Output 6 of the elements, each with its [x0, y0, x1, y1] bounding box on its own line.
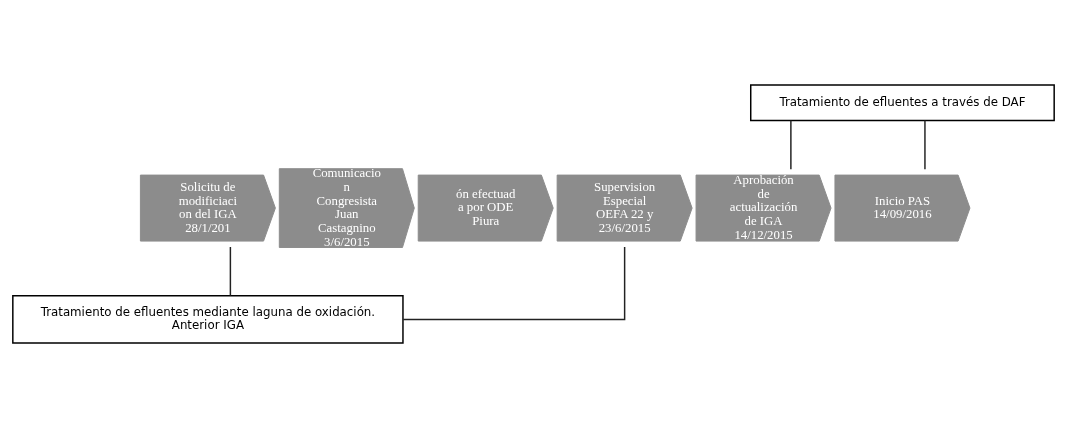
connector — [229, 246, 232, 297]
node-box: Tratamiento de efluentes a través de DAF — [750, 84, 1055, 122]
connector — [402, 246, 626, 321]
connector — [790, 119, 792, 170]
connector — [924, 119, 926, 170]
node-box: Tratamiento de efluentes mediante laguna de oxidación. Anterior IGA — [12, 295, 404, 344]
